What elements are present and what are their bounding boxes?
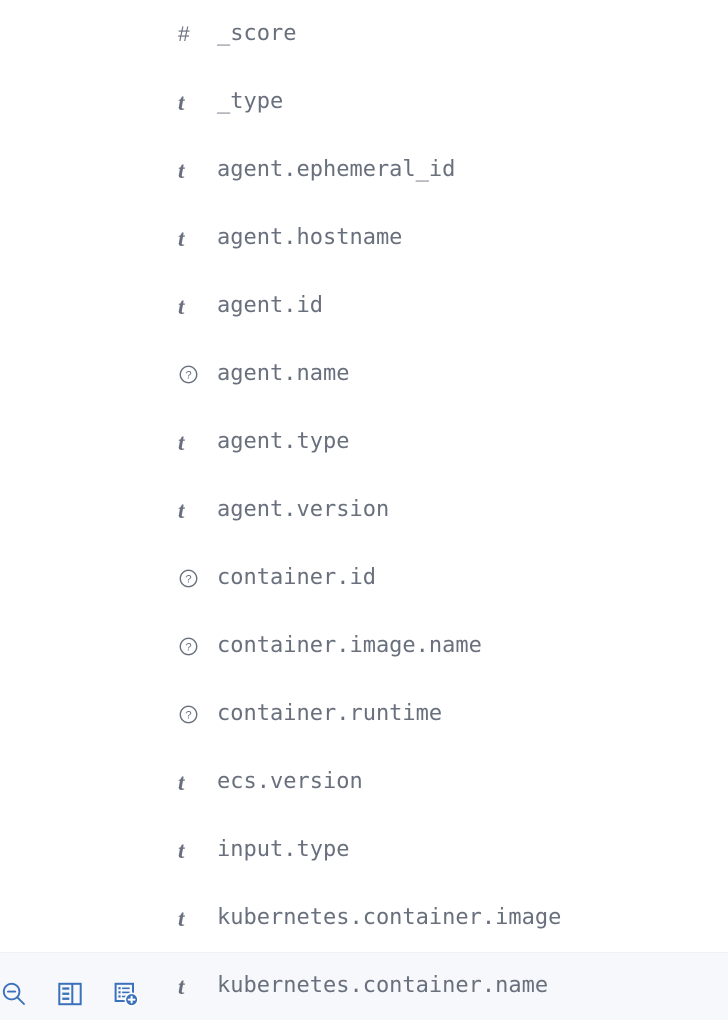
field-list-item[interactable]: t agent.version xyxy=(0,476,728,544)
field-list-item[interactable]: # _score xyxy=(0,0,728,68)
string-type-icon: t xyxy=(178,769,200,795)
field-list-item[interactable]: ? agent.name xyxy=(0,340,728,408)
field-name-label: _score xyxy=(217,20,297,46)
field-name-label: input.type xyxy=(217,836,350,862)
field-list-item[interactable]: t agent.type xyxy=(0,408,728,476)
string-type-glyph: t xyxy=(178,157,185,183)
string-type-icon: t xyxy=(178,89,200,115)
string-type-icon: t xyxy=(178,293,200,319)
unknown-type-icon: ? xyxy=(178,363,200,385)
string-type-icon: t xyxy=(178,225,200,251)
field-list-item[interactable]: t _type xyxy=(0,68,728,136)
svg-text:?: ? xyxy=(185,573,191,585)
string-type-glyph: t xyxy=(178,429,185,455)
field-list-item[interactable]: t agent.hostname xyxy=(0,204,728,272)
field-name-label: agent.type xyxy=(217,428,350,454)
table-column-icon xyxy=(58,982,82,1006)
string-type-icon: t xyxy=(178,905,200,931)
field-name-label: kubernetes.container.image xyxy=(217,904,562,930)
string-type-glyph: t xyxy=(178,974,185,999)
field-list-item[interactable]: ? container.runtime xyxy=(0,680,728,748)
field-name-label: agent.ephemeral_id xyxy=(217,156,456,182)
field-name-label: agent.name xyxy=(217,360,350,386)
string-type-icon: t xyxy=(178,837,200,863)
field-list-item-active[interactable]: t kubernetes.container.name xyxy=(0,952,728,1020)
string-type-icon: t xyxy=(178,157,200,183)
unknown-type-icon: ? xyxy=(178,567,200,589)
number-type-glyph: # xyxy=(178,22,190,46)
field-name-label: container.image.name xyxy=(217,632,482,658)
field-name-label: agent.hostname xyxy=(217,224,403,250)
string-type-icon: t xyxy=(178,974,200,999)
toggle-column-button[interactable]: Toggle column in table xyxy=(50,974,90,1014)
unknown-type-icon: ? xyxy=(178,703,200,725)
magnifier-minus-button[interactable]: Filter out value xyxy=(0,974,34,1014)
field-list-item[interactable]: t agent.ephemeral_id xyxy=(0,136,728,204)
string-type-glyph: t xyxy=(178,497,185,523)
field-name-label: agent.version xyxy=(217,496,390,522)
field-list-item[interactable]: t kubernetes.container.image xyxy=(0,884,728,952)
field-name-label: ecs.version xyxy=(217,768,363,794)
string-type-glyph: t xyxy=(178,293,185,319)
string-type-glyph: t xyxy=(178,905,185,931)
number-type-icon: # xyxy=(178,23,200,45)
field-name-label: agent.id xyxy=(217,292,323,318)
field-list-item[interactable]: ? container.image.name xyxy=(0,612,728,680)
document-add-icon xyxy=(114,982,139,1007)
field-list-item[interactable]: t ecs.version xyxy=(0,748,728,816)
svg-text:?: ? xyxy=(185,709,191,721)
field-name-label: container.id xyxy=(217,564,376,590)
string-type-glyph: t xyxy=(178,769,185,795)
add-field-as-column-button[interactable]: Add field as column xyxy=(106,974,146,1014)
unknown-type-icon: ? xyxy=(178,635,200,657)
field-list-item[interactable]: t input.type xyxy=(0,816,728,884)
svg-text:?: ? xyxy=(185,641,191,653)
string-type-glyph: t xyxy=(178,89,185,115)
string-type-glyph: t xyxy=(178,837,185,863)
string-type-icon: t xyxy=(178,497,200,523)
field-name-label: kubernetes.container.name xyxy=(217,973,549,999)
field-actions-toolbar: Filter out value Filter out value Toggle… xyxy=(0,960,146,1028)
field-name-label: container.runtime xyxy=(217,700,443,726)
string-type-icon: t xyxy=(178,429,200,455)
field-list-item[interactable]: ? container.id xyxy=(0,544,728,612)
string-type-glyph: t xyxy=(178,225,185,251)
field-name-label: _type xyxy=(217,88,284,114)
magnifier-minus-icon xyxy=(2,982,25,1005)
field-list-item[interactable]: t agent.id xyxy=(0,272,728,340)
svg-text:?: ? xyxy=(185,369,191,381)
